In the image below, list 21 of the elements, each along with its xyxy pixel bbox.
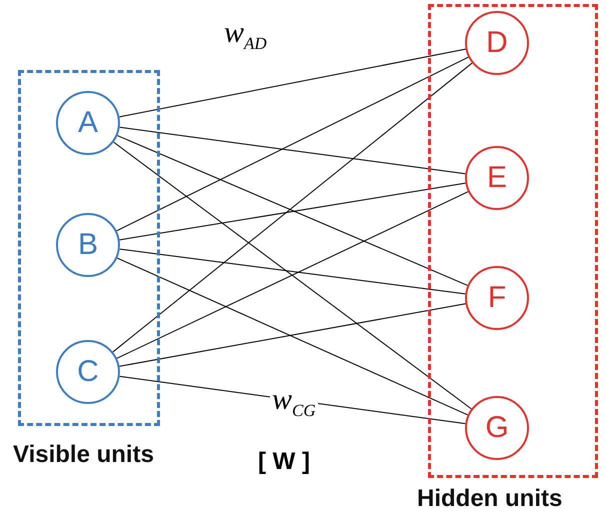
connection-line: [118, 48, 466, 118]
unit-letter: D: [486, 26, 508, 60]
connection-line: [116, 191, 469, 359]
connection-line: [116, 56, 469, 232]
connection-line: [119, 303, 466, 367]
unit-letter: G: [485, 411, 509, 445]
unit-letter: E: [486, 161, 507, 195]
connection-line: [116, 135, 468, 286]
group-title: Hidden units: [417, 485, 562, 513]
connection-line: [112, 62, 473, 352]
unit-letter: B: [78, 228, 98, 262]
unit-letter: C: [77, 355, 99, 389]
connection-line: [119, 126, 466, 174]
connection-line: [113, 142, 472, 410]
unit-letter: A: [78, 106, 98, 140]
group-title: Visible units: [13, 441, 154, 469]
matrix-label: [ W ]: [258, 448, 310, 476]
connection-line: [119, 182, 466, 240]
connection-line: [119, 248, 466, 294]
unit-letter: F: [488, 281, 506, 315]
connection-line: [116, 258, 468, 416]
